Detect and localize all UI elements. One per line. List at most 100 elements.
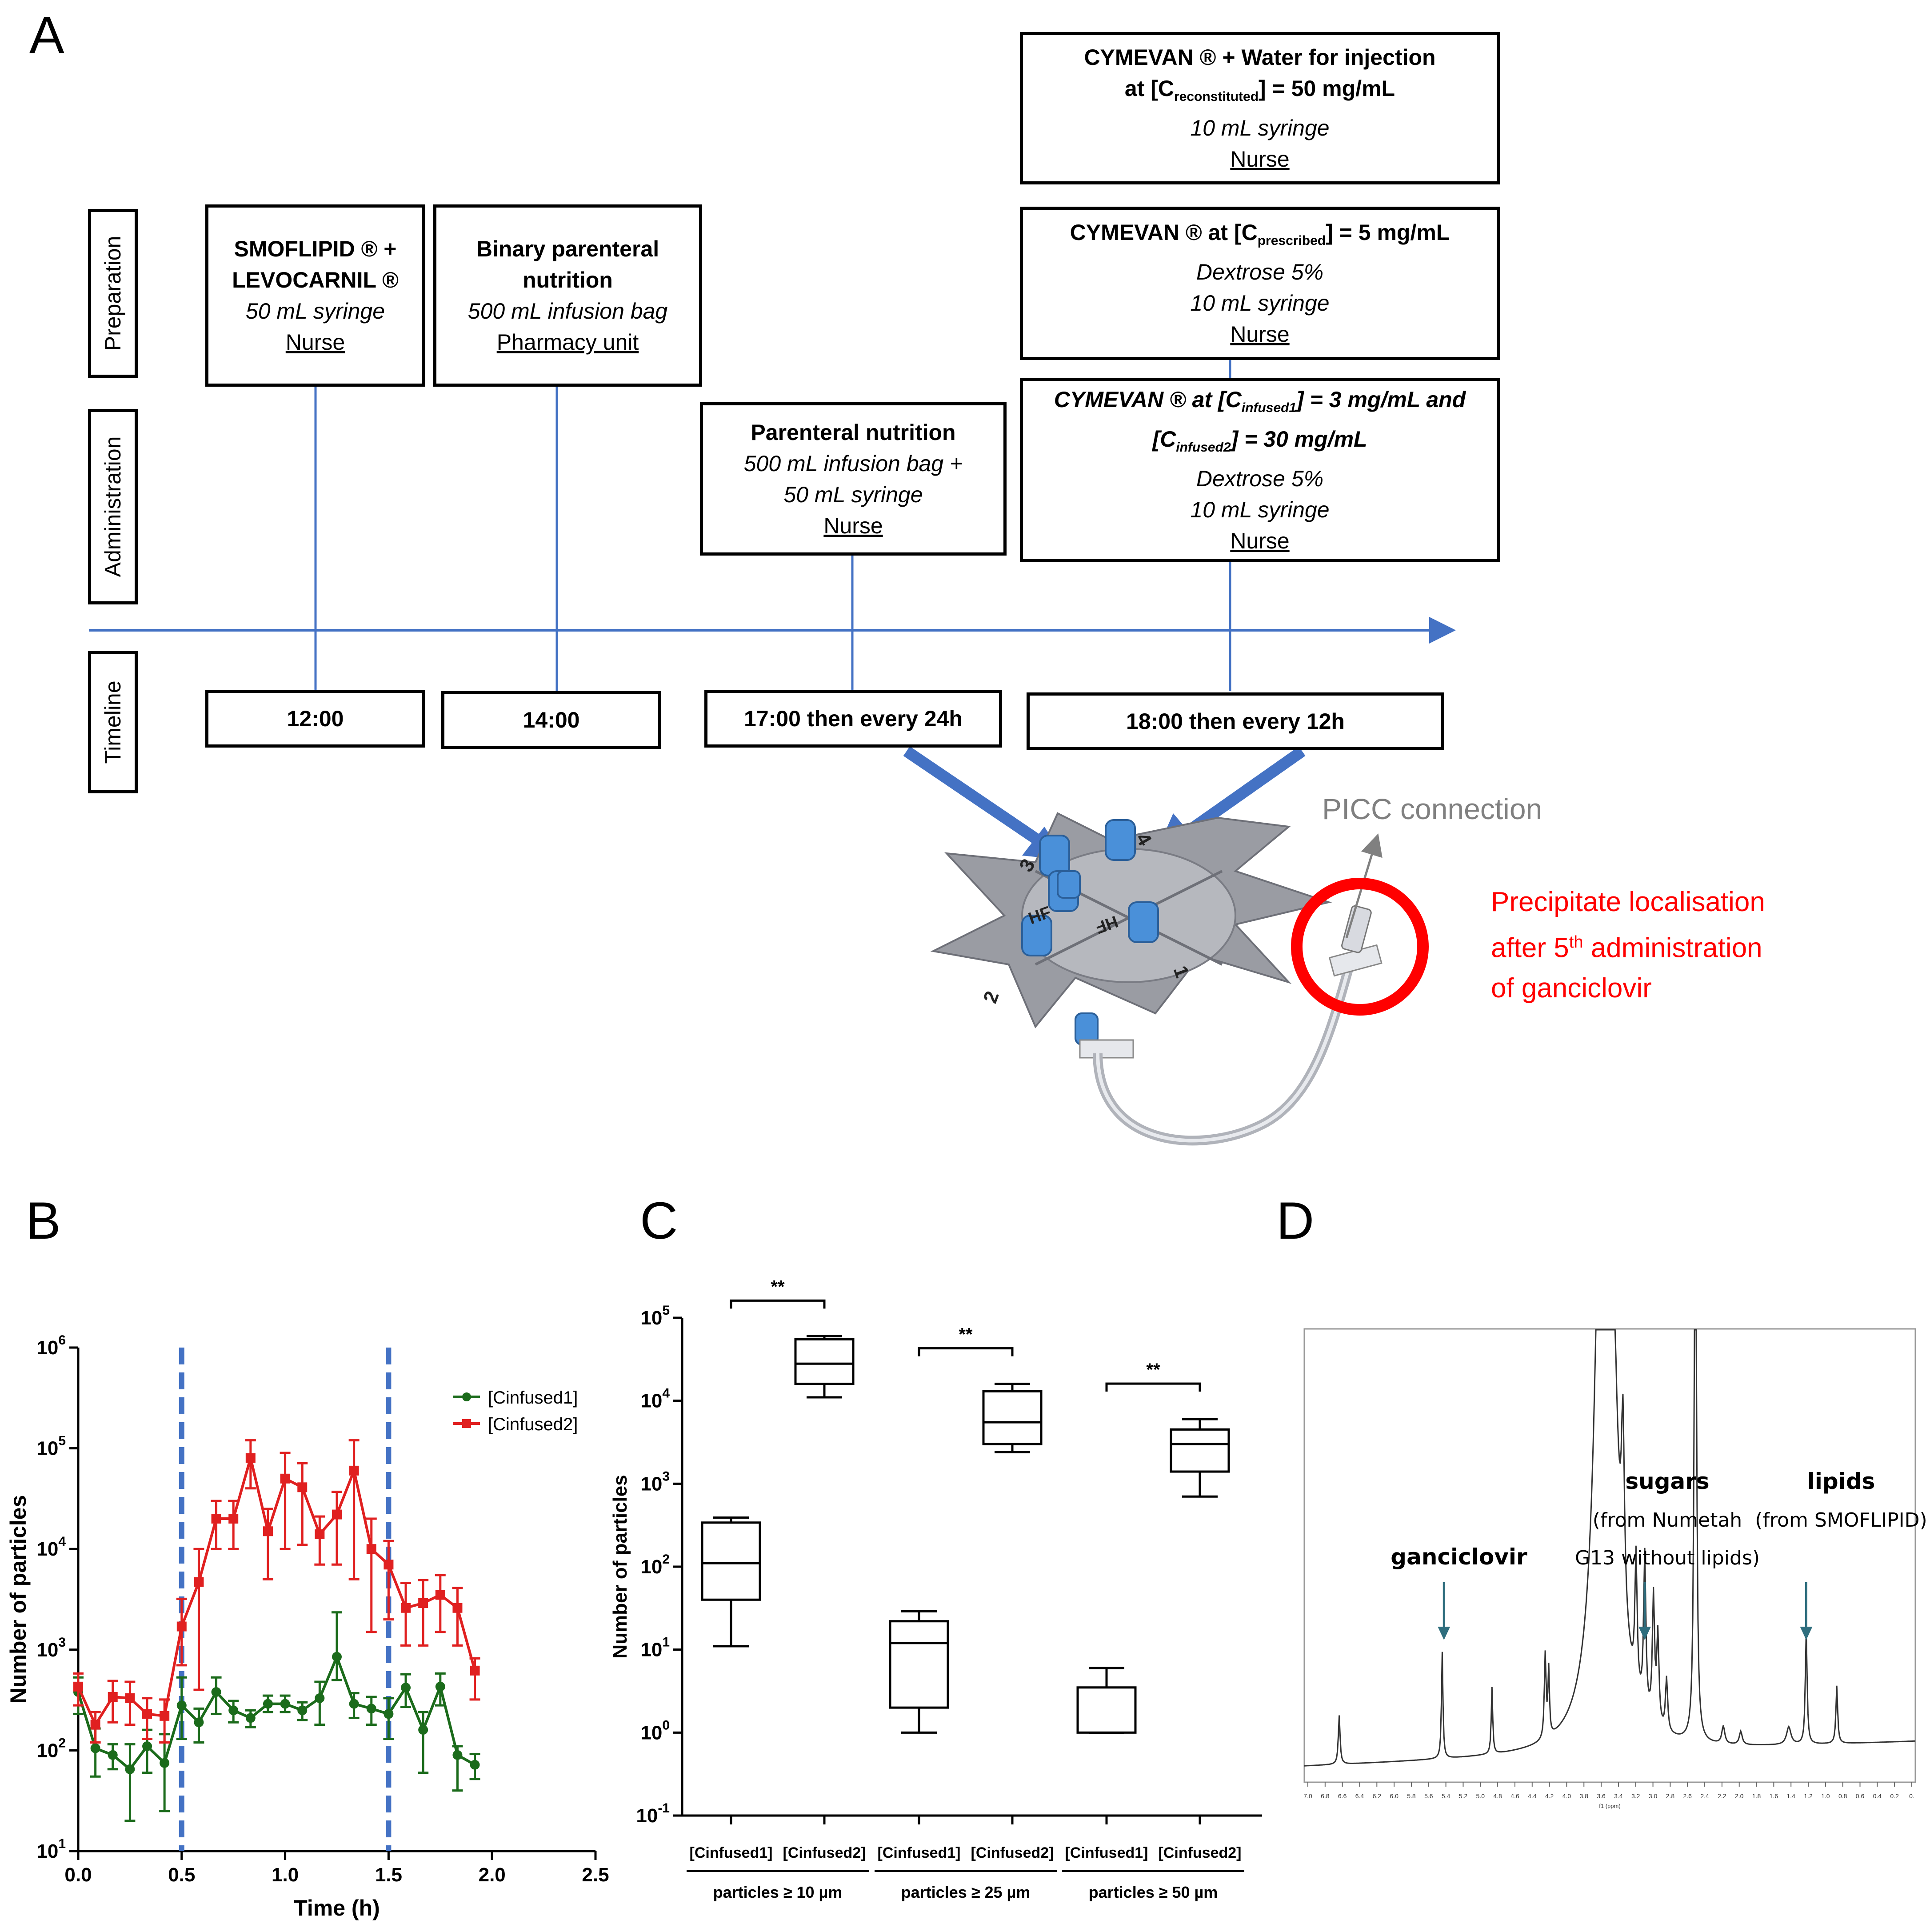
x-tick-label: 3.8 (1580, 1792, 1589, 1800)
box-line: Dextrose 5% (1196, 466, 1324, 491)
x-tick-label: 2.2 (1718, 1792, 1726, 1800)
data-point (125, 1764, 135, 1774)
x-tick-label: 0.8 (1838, 1792, 1847, 1800)
category-label: [Cinfused2] (783, 1844, 866, 1861)
data-point (125, 1693, 135, 1703)
x-tick-label: 6.4 (1355, 1792, 1364, 1800)
y-tick-label: 105 (36, 1434, 66, 1460)
y-tick-label: 10-1 (636, 1801, 670, 1827)
data-point (315, 1529, 325, 1540)
group-label: particles ≥ 10 µm (713, 1883, 843, 1901)
x-tick-label: 1.5 (375, 1864, 402, 1886)
y-tick-label: 102 (640, 1552, 670, 1578)
x-tick-label: 0.4 (1873, 1792, 1882, 1800)
x-tick-label: 1.6 (1770, 1792, 1778, 1800)
peak-label-3: lipids (1807, 1468, 1875, 1494)
significance-bracket (730, 1299, 826, 1309)
row-label-timeline: Timeline (88, 651, 138, 793)
box-line: Dextrose 5% (1196, 260, 1324, 284)
x-tick-label: 3.2 (1631, 1792, 1640, 1800)
x-tick-label: 3.6 (1597, 1792, 1606, 1800)
x-tick-label: 2.0 (479, 1864, 506, 1886)
box-smoflipid: SMOFLIPID ® + LEVOCARNIL ® 50 mL syringe… (205, 204, 425, 387)
group-label: particles ≥ 25 µm (901, 1883, 1031, 1901)
data-point (108, 1692, 118, 1702)
box-line: nutrition (523, 268, 613, 292)
data-point (160, 1711, 170, 1721)
x-tick-label: 1.0 (272, 1864, 299, 1886)
data-point (384, 1560, 394, 1570)
category-label: [Cinfused2] (1159, 1844, 1242, 1861)
box-line: [Cinfused2] = 30 mg/mL (1152, 426, 1367, 455)
y-tick-label: 100 (640, 1718, 670, 1744)
data-point (297, 1705, 308, 1716)
x-tick-label: 0.2 (1890, 1792, 1899, 1800)
precipitate-circle (1291, 878, 1429, 1016)
x-tick-label: 0.0 (64, 1864, 92, 1886)
peak-arrowhead-1 (1438, 1627, 1450, 1640)
box-cymevan-reconstituted: CYMEVAN ® + Water for injection at [Crec… (1020, 32, 1500, 184)
x-tick-label: 2.5 (582, 1864, 609, 1886)
x-tick-label: 1.0 (1821, 1792, 1830, 1800)
peak-sublabel-3: (from SMOFLIPID) (1755, 1509, 1926, 1532)
timeline-diagram: 3 4 2 1 HF HF (89, 360, 1456, 1146)
data-point (332, 1509, 342, 1520)
y-axis-label: Number of particles (6, 1495, 31, 1704)
data-point (211, 1513, 221, 1524)
data-point (194, 1577, 204, 1587)
box-cymevan-infused: CYMEVAN ® at [Cinfused1] = 3 mg/mL and [… (1020, 378, 1500, 562)
panel-label-a: A (29, 6, 64, 64)
legend-label-1: [Cinfused1] (488, 1388, 578, 1408)
data-point (349, 1465, 359, 1476)
significance-bracket (918, 1347, 1014, 1356)
row-label-preparation: Preparation (88, 209, 138, 378)
box-line: Binary parenteral (476, 236, 659, 261)
box-line: at [Creconstituted] = 50 mg/mL (1124, 76, 1395, 104)
x-tick-label: 5.2 (1459, 1792, 1468, 1800)
x-tick-label: 5.0 (1476, 1792, 1485, 1800)
box-line: Nurse (1230, 528, 1290, 553)
data-point (73, 1681, 83, 1692)
box-line: 50 mL syringe (783, 482, 923, 507)
data-point (90, 1720, 100, 1730)
manifold-device: 3 4 2 1 HF HF (930, 812, 1332, 1059)
precipitate-line: of ganciclovir (1491, 972, 1652, 1004)
peak-label-1: ganciclovir (1391, 1544, 1527, 1570)
data-point (452, 1603, 463, 1613)
x-tick-label: 3.4 (1614, 1792, 1623, 1800)
category-label: [Cinfused1] (878, 1844, 961, 1861)
data-point (366, 1704, 376, 1714)
data-point (280, 1699, 290, 1709)
data-point (108, 1750, 118, 1760)
box-line: 500 mL infusion bag + (743, 451, 963, 476)
x-tick-label: 2.4 (1700, 1792, 1709, 1800)
data-point (452, 1750, 463, 1760)
significance-label: ** (959, 1325, 973, 1344)
category-label: [Cinfused1] (1065, 1844, 1148, 1861)
x-tick-label: 4.6 (1510, 1792, 1519, 1800)
x-tick-label: 2.0 (1735, 1792, 1744, 1800)
data-point (435, 1681, 445, 1692)
peak-sublabel-2: (from Numetah (1593, 1509, 1742, 1532)
data-point (194, 1717, 204, 1728)
x-tick-label: 6.6 (1338, 1792, 1347, 1800)
box (1076, 1686, 1137, 1734)
box-line: CYMEVAN ® + Water for injection (1084, 45, 1436, 70)
category-label: [Cinfused1] (690, 1844, 773, 1861)
x-tick-label: 5.8 (1407, 1792, 1416, 1800)
y-tick-label: 101 (640, 1635, 670, 1661)
box-line: Nurse (1230, 147, 1290, 172)
box-line: LEVOCARNIL ® (232, 268, 399, 292)
box-line: 10 mL syringe (1190, 116, 1330, 140)
box-line: 10 mL syringe (1190, 291, 1330, 316)
panel-label-b: B (26, 1192, 61, 1250)
x-tick-label: 7.0 (1303, 1792, 1312, 1800)
box (701, 1521, 761, 1601)
box-line: Nurse (823, 513, 883, 538)
x-tick-label: 3.0 (1649, 1792, 1658, 1800)
panel-label-c: C (640, 1192, 678, 1250)
data-point (401, 1603, 411, 1613)
box-binary-pn: Binary parenteral nutrition 500 mL infus… (433, 204, 702, 387)
